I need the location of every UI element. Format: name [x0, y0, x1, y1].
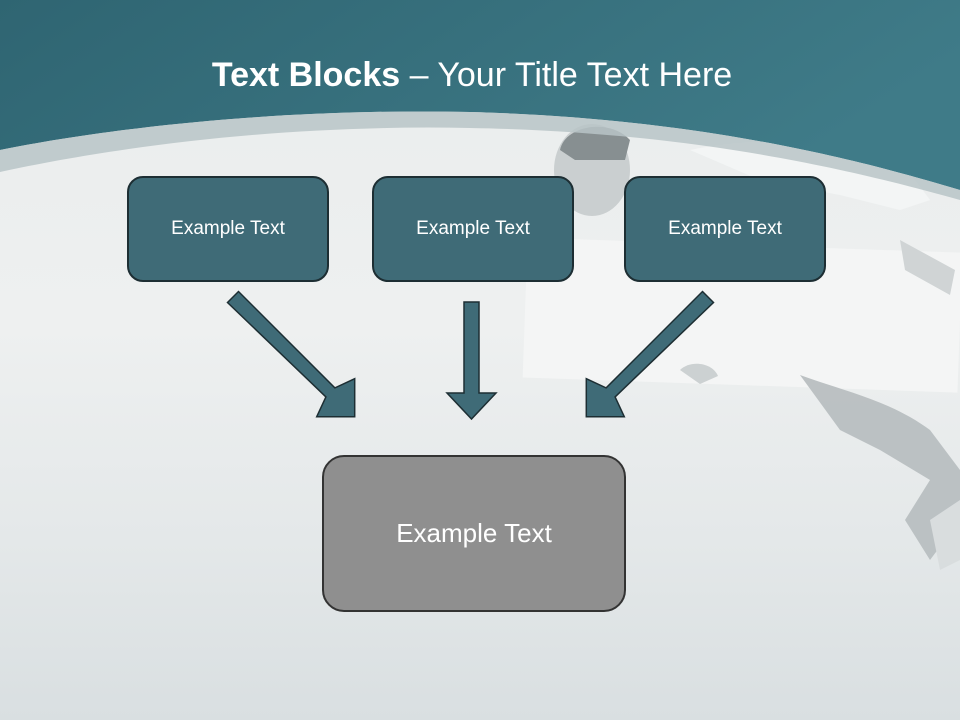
text-block-2: Example Text	[372, 176, 574, 282]
text-block-2-label: Example Text	[416, 218, 530, 239]
title-dash: –	[400, 56, 438, 94]
text-block-3: Example Text	[624, 176, 826, 282]
title-bold-text: Text Blocks	[211, 56, 401, 94]
arrow-right	[585, 290, 715, 418]
arrow-left	[226, 290, 356, 418]
result-block: Example Text	[322, 455, 626, 612]
text-block-1-label: Example Text	[171, 218, 285, 239]
arrow-middle	[445, 301, 498, 421]
header-swoosh	[0, 111, 960, 200]
arrows	[226, 290, 715, 421]
header-band	[0, 0, 960, 190]
slide-title: Text Blocks – Your Title Text Here	[0, 52, 944, 98]
text-block-3-label: Example Text	[668, 218, 782, 239]
result-block-label: Example Text	[396, 518, 552, 548]
text-block-1: Example Text	[127, 176, 329, 282]
title-rest-text: Your Title Text Here	[437, 56, 733, 94]
